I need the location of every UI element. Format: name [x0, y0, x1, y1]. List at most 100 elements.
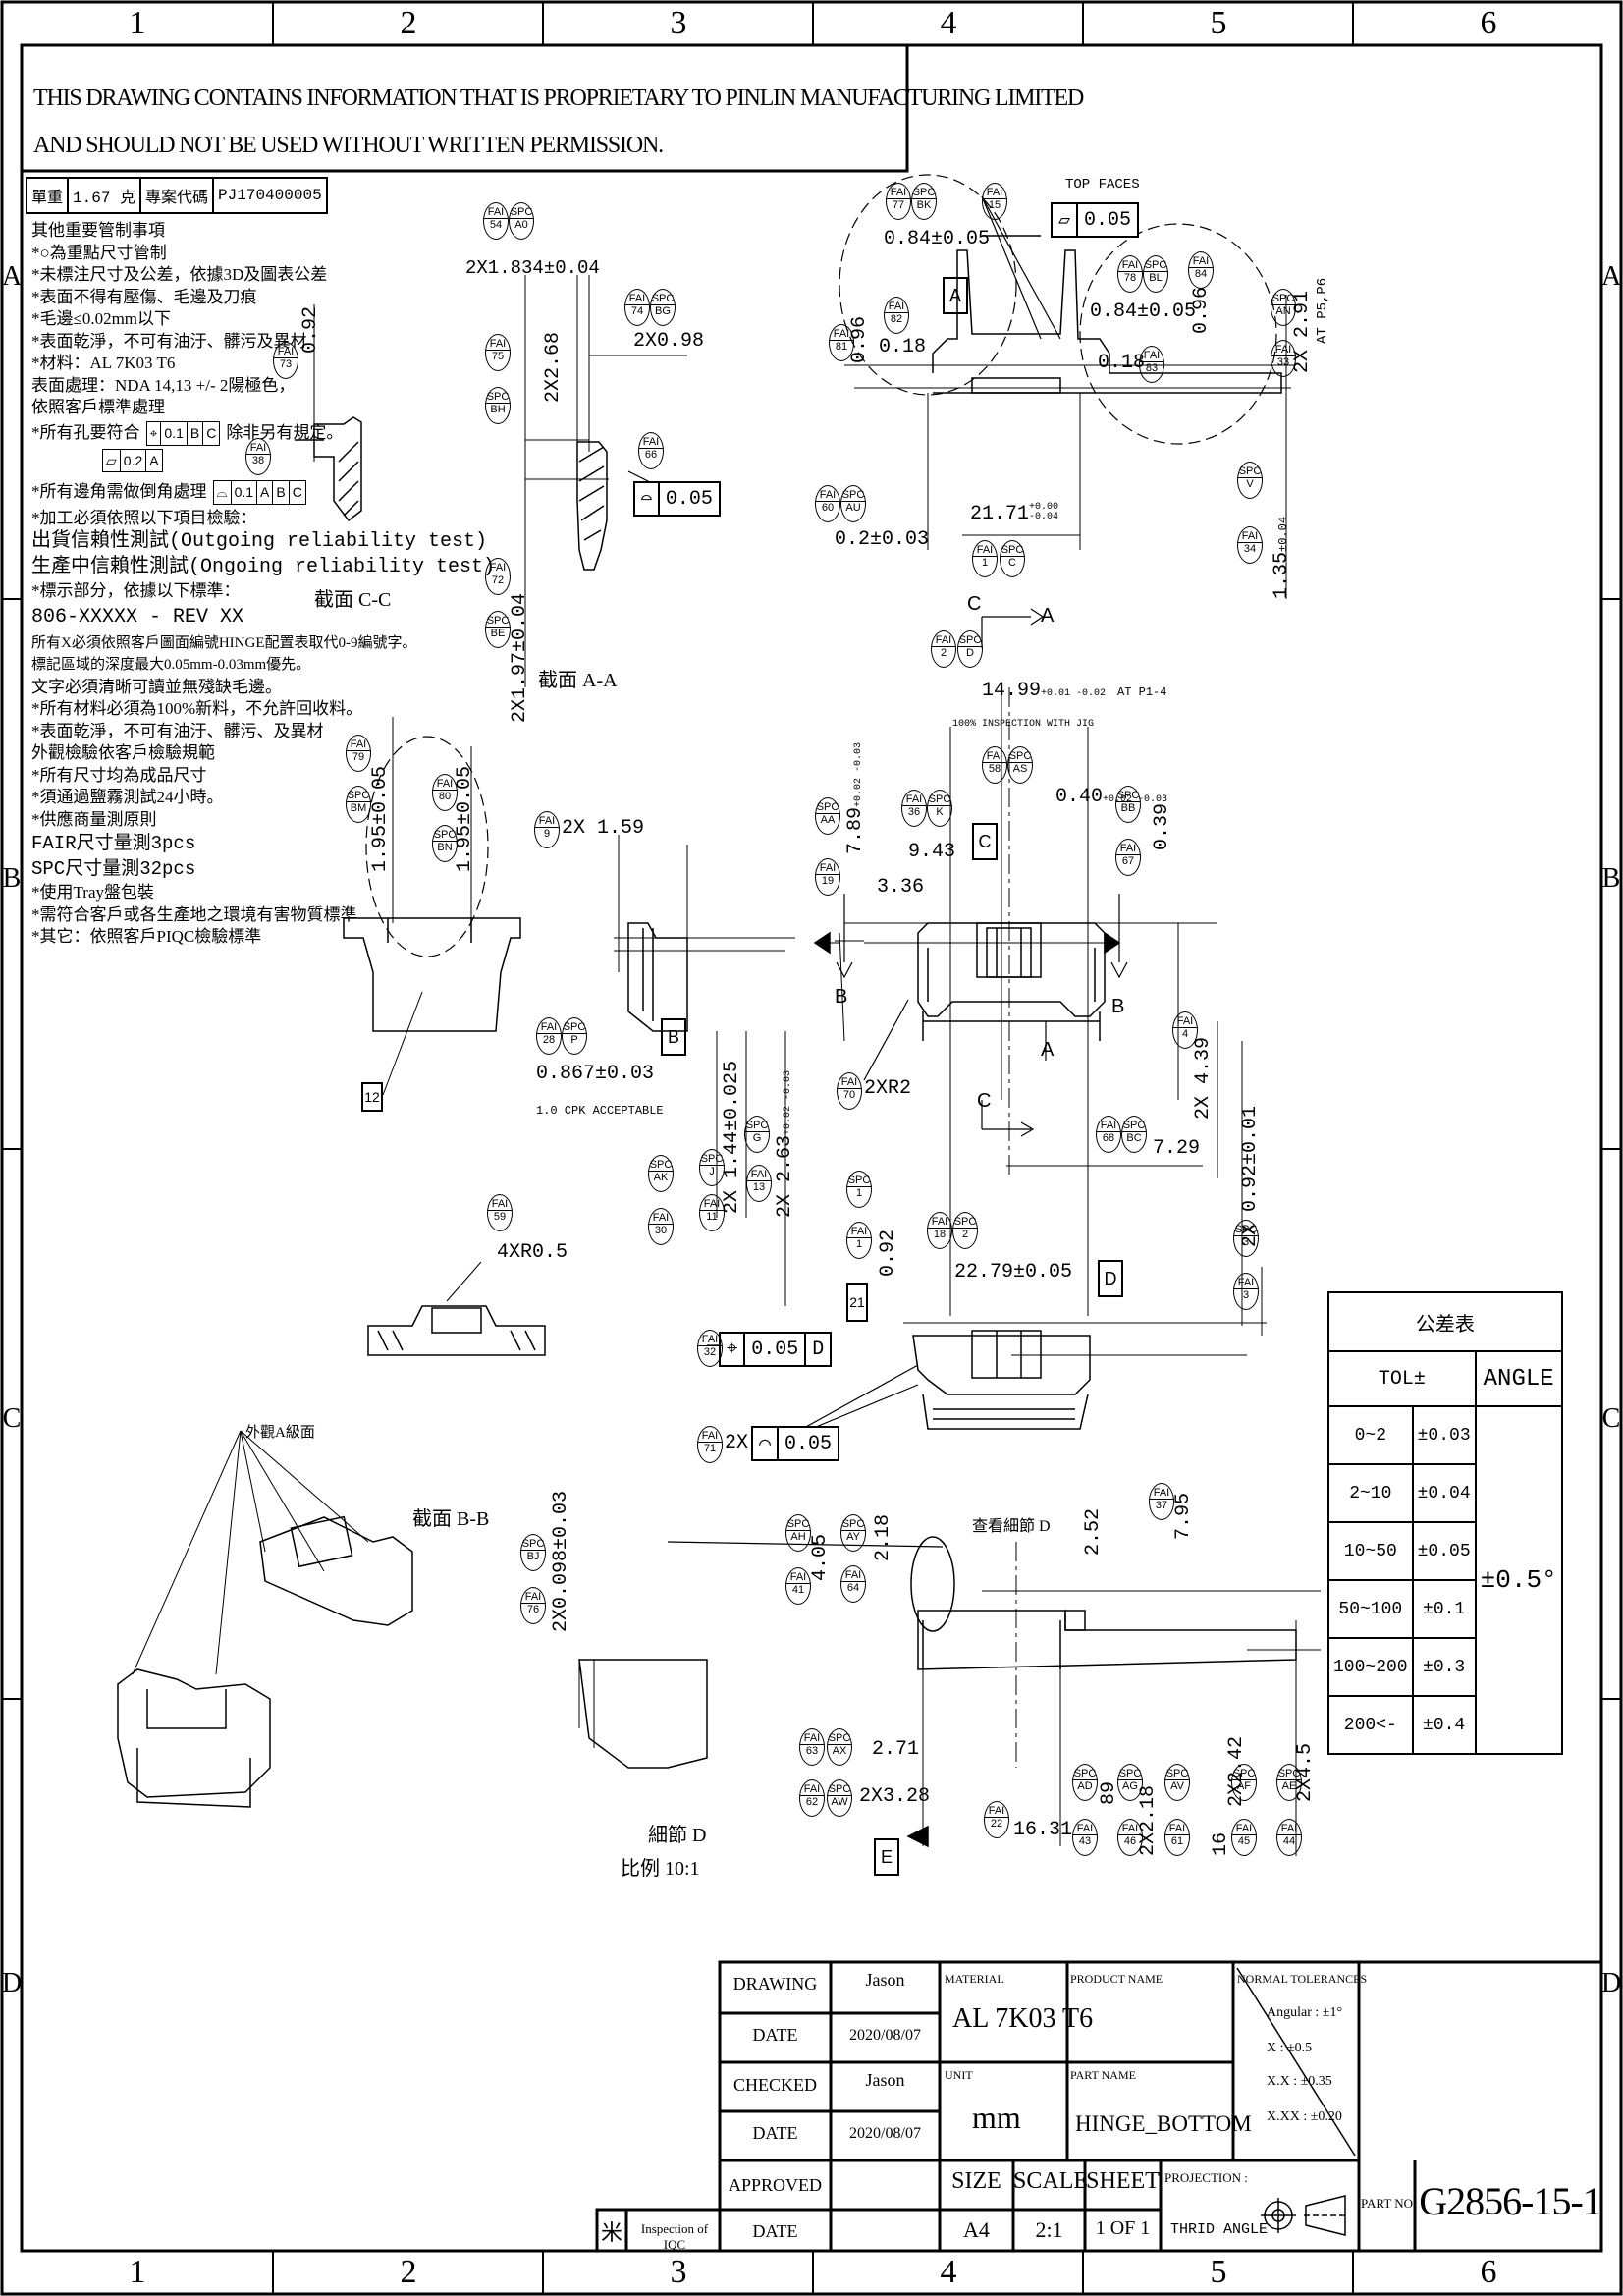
dim-2x-profile: 2X — [725, 1432, 749, 1454]
position-icon: ⌖ — [147, 422, 162, 445]
dim-4xr05: 4XR0.5 — [497, 1241, 568, 1264]
dim-2x098: 2X0.98 — [633, 330, 705, 353]
dim-271: 2.71 — [872, 1738, 920, 1761]
note-hole-text: *所有孔要符合 — [31, 423, 140, 443]
notice-line-1: THIS DRAWING CONTAINS INFORMATION THAT I… — [33, 85, 1084, 111]
tb-scale-value: 2:1 — [1035, 2217, 1063, 2242]
datum-b-box: B — [661, 1018, 686, 1056]
tolerance-angle-value: ±0.5° — [1474, 1405, 1563, 1755]
tb-part-no-label: PART NO. — [1361, 2196, 1417, 2211]
profile-tol: 0.05 — [657, 483, 719, 515]
tb-sheet-label: SHEET — [1086, 2168, 1160, 2194]
proprietary-notice: THIS DRAWING CONTAINS INFORMATION THAT I… — [33, 75, 1084, 169]
tb-sheet-value: 1 OF 1 — [1095, 2217, 1151, 2239]
datum-c-box: C — [972, 823, 998, 860]
profile-line-icon: ⌒ — [759, 1434, 772, 1456]
note-line: *需符合客戶或各生產地之環境有害物質標準 — [31, 904, 357, 924]
note-line: 外觀檢驗依客戶檢驗規範 — [31, 743, 215, 762]
profile-fcf-2x: ⌒ 0.05 — [751, 1426, 840, 1461]
dim-2x328: 2X3.28 — [859, 1785, 931, 1808]
dim-018-b: 0.18 — [1098, 352, 1146, 374]
profile-2x-tol: 0.05 — [777, 1428, 838, 1459]
position-icon: ⌖ — [727, 1339, 738, 1361]
note-line: *使用Tray盤包裝 — [31, 883, 154, 902]
section-aa-view — [524, 275, 687, 687]
tb-approved-label: APPROVED — [728, 2175, 823, 2195]
datum-d-box: D — [1098, 1260, 1123, 1297]
note-line-edge-fcf: *所有邊角需做倒角處理 ⌓ 0.1 A B C — [31, 478, 355, 508]
tb-size-label: SIZE — [951, 2168, 1001, 2194]
dim-1631: 16.31 — [1013, 1819, 1073, 1841]
tb-part-name-value: HINGE_BOTTOM — [1075, 2111, 1252, 2136]
section-b-letter-right: B — [1111, 996, 1125, 1017]
dim-2171: 21.71+0.00-0.04 — [970, 503, 1058, 526]
zone-col-6-top: 6 — [1480, 5, 1497, 41]
section-a-letter-bottom: A — [1041, 1039, 1055, 1061]
tolerance-table: 公差表 TOL± ANGLE 0~2 ±0.03 ±0.5° 2~10 ±0.0… — [1327, 1291, 1563, 1755]
tb-date-label-2: DATE — [752, 2123, 798, 2143]
tolerance-value: ±0.03 — [1411, 1405, 1477, 1465]
position-datum: D — [804, 1334, 830, 1365]
section-label-cc: 截面 C-C — [314, 589, 392, 611]
iqc-label: Inspection of IQC — [640, 2221, 709, 2252]
section-label-bb: 截面 B-B — [412, 1508, 490, 1530]
note-line: 所有X必須依照客戶圖面編號HINGE配置表取代0-9編號字。 — [31, 634, 417, 651]
dim-2279: 22.79±0.05 — [954, 1261, 1073, 1284]
edge-fcf-tol: 0.1 — [232, 481, 258, 504]
notice-line-2: AND SHOULD NOT BE USED WITHOUT WRITTEN P… — [33, 133, 664, 158]
note-line: *表面乾淨，不可有油汙、髒污、及異材 — [31, 721, 324, 740]
profile-fcf-aa: ⌓ 0.05 — [633, 481, 721, 517]
dim-at-p14: AT P1-4 — [1117, 685, 1167, 699]
section-cc-view — [295, 304, 362, 522]
hole-fcf-suffix: 除非另有規定。 — [226, 423, 344, 443]
detail-d-view — [578, 1659, 708, 1769]
third-angle-projection-icon — [1261, 2195, 1347, 2236]
tb-tol-xxx: X.XX : ±0.20 — [1267, 2109, 1342, 2124]
zone-row-d-right: D — [1601, 1968, 1622, 1998]
tolerance-value: ±0.1 — [1411, 1579, 1477, 1639]
dim-084-b: 0.84±0.05 — [1090, 301, 1197, 323]
note-line: 標記區域的深度最大0.05mm-0.03mm優先。 — [31, 657, 311, 673]
zone-col-6-bottom: 6 — [1480, 2254, 1497, 2290]
note-line-flat-fcf: ⏥ 0.2 A — [31, 448, 355, 478]
flatness-icon: ⏥ — [103, 449, 121, 471]
section-label-scale-d: 比例 10:1 — [621, 1858, 700, 1880]
dim-1499: 14.99+0.01 -0.02 AT P1-4 — [982, 680, 1166, 702]
note-line: SPC尺寸量測32pcs — [31, 858, 196, 880]
flatness-fcf-top: ▱ 0.05 — [1051, 202, 1140, 238]
datum-a-box: A — [943, 277, 968, 314]
tb-product-name-label: PRODUCT NAME — [1070, 1972, 1163, 1986]
iqc-symbol: 米 — [600, 2220, 622, 2245]
weight-label: 單重 — [25, 177, 70, 214]
tolerance-value: ±0.04 — [1411, 1463, 1477, 1523]
weight-project-table: 單重 1.67 克 專案代碼 PJ170400005 — [25, 177, 328, 214]
